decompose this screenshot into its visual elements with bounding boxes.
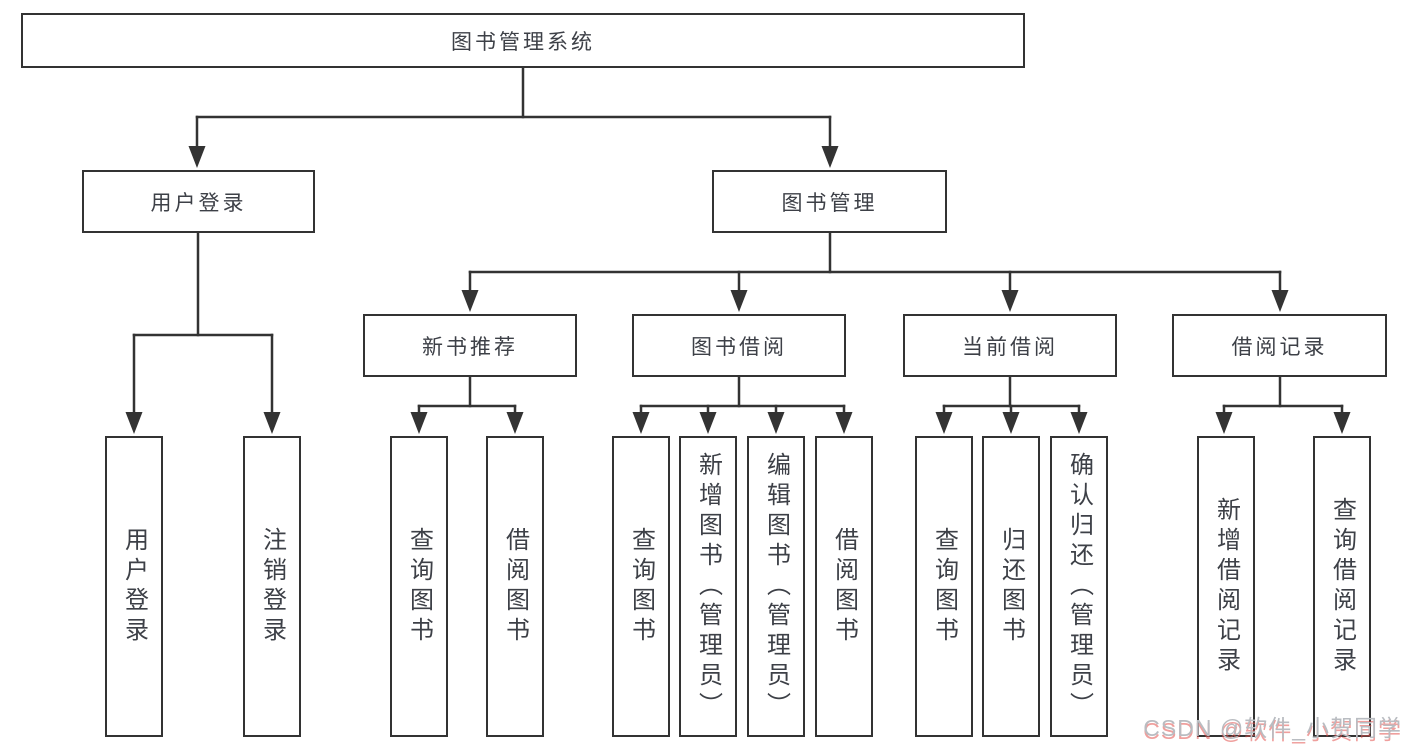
node-book-management: 图书管理 (712, 170, 947, 233)
leaf-return-books: 归还图书 (982, 436, 1040, 737)
leaf-add-books-admin: 新增图书（管理员） (679, 436, 737, 737)
leaf-recommend-borrow-books: 借阅图书 (486, 436, 544, 737)
leaf-logout: 注销登录 (243, 436, 301, 737)
leaf-user-login: 用户登录 (105, 436, 163, 737)
node-new-book-recommendation: 新书推荐 (363, 314, 577, 377)
leaf-edit-books-admin: 编辑图书（管理员） (747, 436, 805, 737)
leaf-borrow-books: 借阅图书 (815, 436, 873, 737)
node-book-borrowing: 图书借阅 (632, 314, 846, 377)
node-borrowing-records: 借阅记录 (1172, 314, 1387, 377)
node-user-login: 用户登录 (82, 170, 315, 233)
csdn-watermark: CSDN @软件_小贺同学 (1143, 715, 1402, 741)
leaf-add-borrow-record: 新增借阅记录 (1197, 436, 1255, 737)
node-current-borrowing: 当前借阅 (903, 314, 1117, 377)
node-root: 图书管理系统 (21, 13, 1025, 68)
leaf-current-query-books: 查询图书 (915, 436, 973, 737)
leaf-query-borrow-record: 查询借阅记录 (1313, 436, 1371, 737)
leaf-confirm-return-admin: 确认归还（管理员） (1050, 436, 1108, 737)
leaf-recommend-query-books: 查询图书 (390, 436, 448, 737)
leaf-borrowing-query-books: 查询图书 (612, 436, 670, 737)
